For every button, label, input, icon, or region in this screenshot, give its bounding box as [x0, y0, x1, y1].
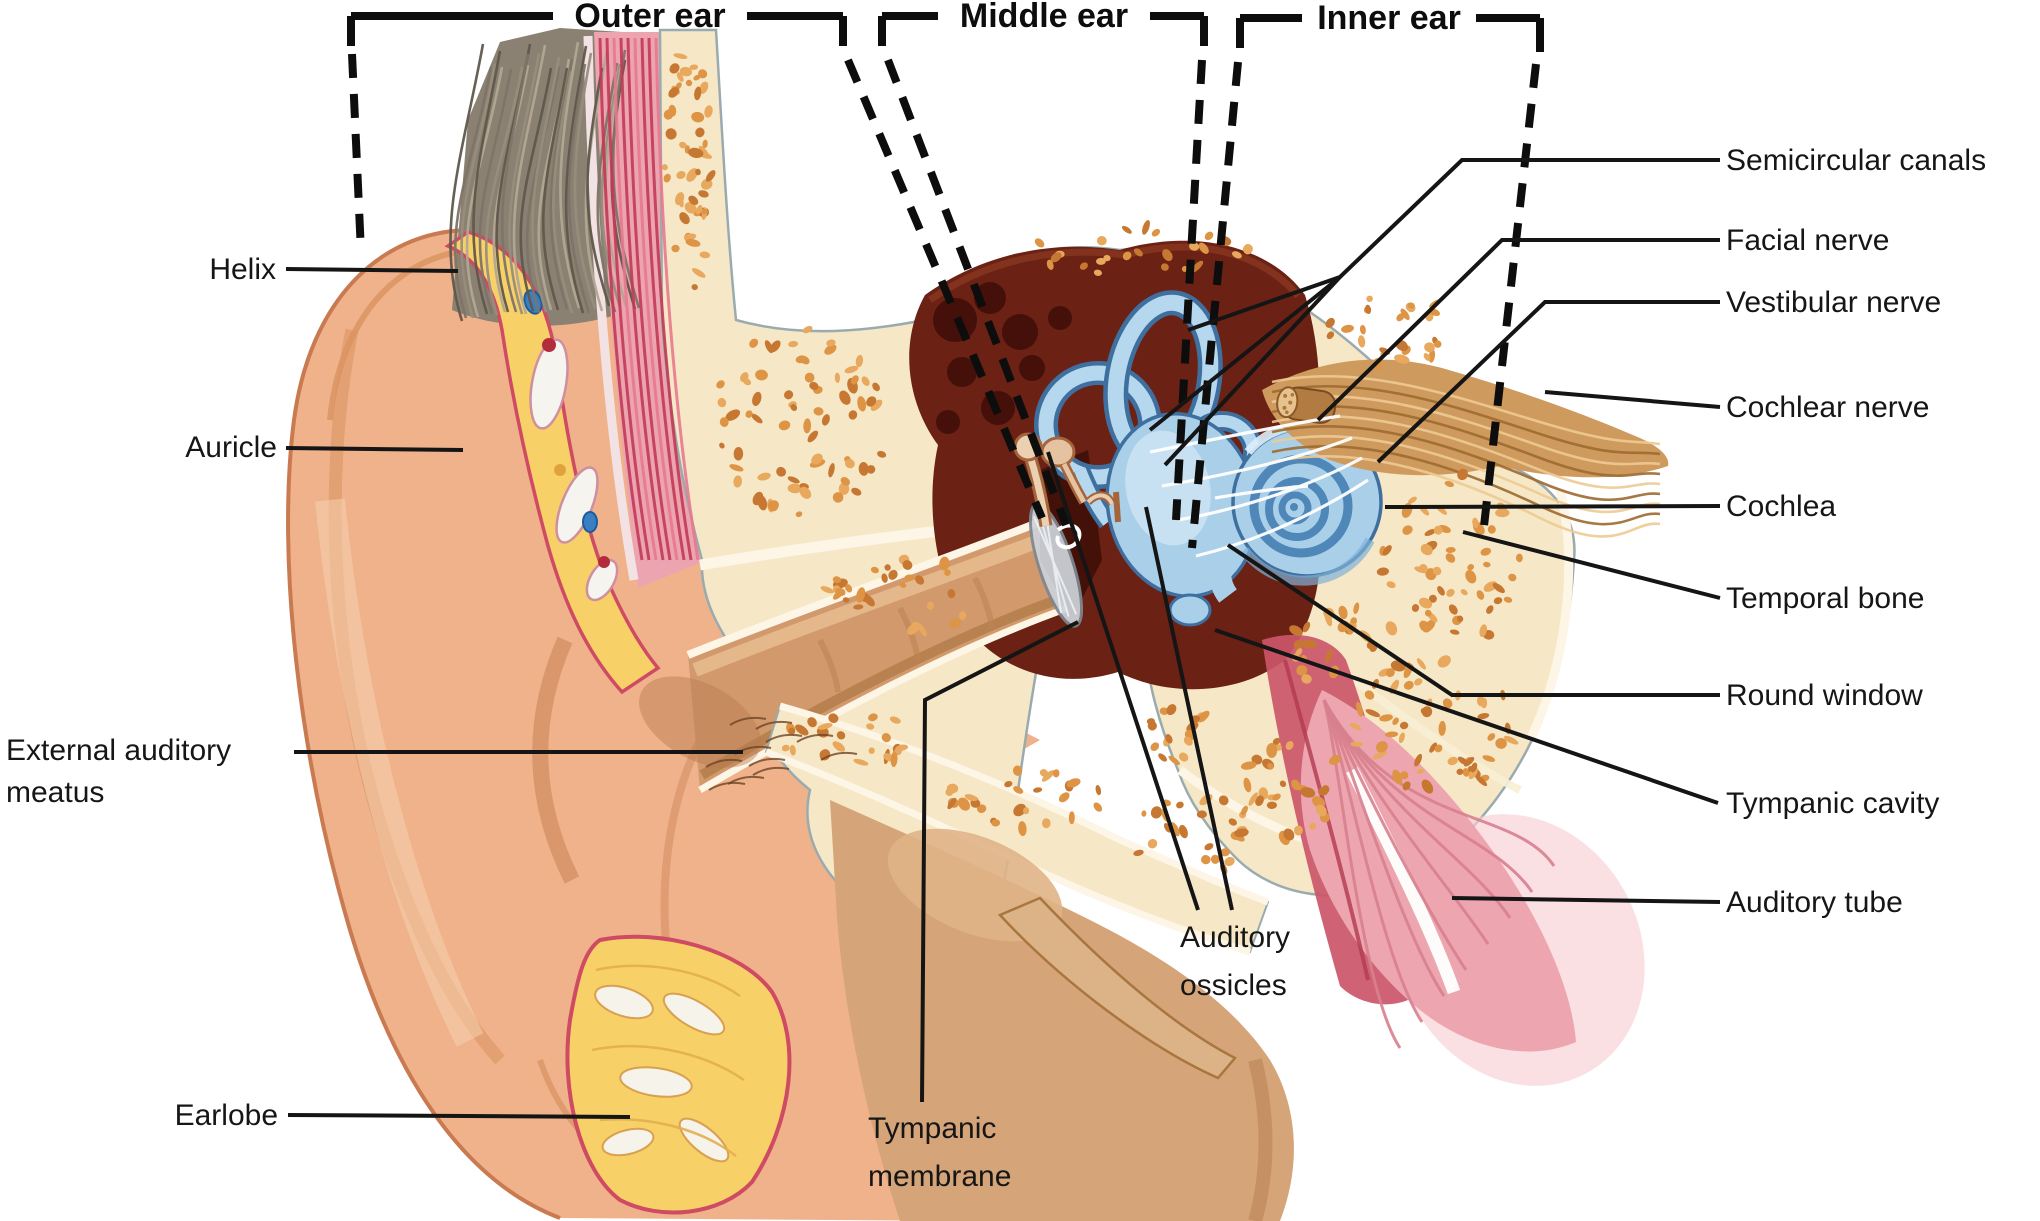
label-cochlear-nerve: Cochlear nerve [1544, 390, 1929, 424]
semicircular-canals-leader-line [1163, 275, 1342, 467]
helix-leader-line [285, 267, 459, 273]
helix-text: Helix [209, 253, 276, 286]
label-helix: Helix [209, 253, 459, 286]
tympanic-cavity-leader-line [1214, 628, 1719, 805]
auricle-leader-line [285, 446, 464, 452]
facial-nerve-leader-line [1316, 238, 1720, 422]
cochlea-leader-line [1384, 504, 1721, 509]
region-title-outer-ear: Outer ear [574, 0, 725, 35]
external-auditory-meatus-text: External auditory [6, 734, 231, 767]
label-vestibular-nerve: Vestibular nerve [1376, 286, 1941, 464]
vestibular-nerve-text: Vestibular nerve [1726, 286, 1941, 319]
label-auditory-tube: Auditory tube [1451, 886, 1903, 919]
cochlear-nerve-text: Cochlear nerve [1726, 391, 1929, 424]
anatomy-illustration [286, 28, 1669, 1221]
label-facial-nerve: Facial nerve [1316, 224, 1889, 422]
tympanic-membrane-text: Tympanic [868, 1112, 996, 1145]
bracket-inner-ear: Inner ear [1188, 0, 1544, 549]
region-title-inner-ear: Inner ear [1317, 0, 1461, 37]
facial-nerve-text: Facial nerve [1726, 224, 1889, 257]
auditory-ossicles-leader-line [1144, 506, 1234, 911]
auditory-tube-text: Auditory tube [1726, 886, 1903, 919]
tympanic-cavity-text: Tympanic cavity [1726, 787, 1939, 820]
tympanic-membrane-text: membrane [868, 1160, 1011, 1193]
auditory-tube [1262, 634, 1645, 1086]
label-tympanic-cavity: Tympanic cavity [1214, 628, 1939, 820]
external-auditory-meatus-text: meatus [6, 776, 104, 809]
temporal-bone-leader-line [1462, 530, 1721, 600]
semicircular-canals-leader-line [1148, 275, 1342, 432]
round-window-leader-line [1226, 543, 1720, 697]
label-round-window: Round window [1226, 543, 1923, 712]
cochlea-text: Cochlea [1726, 490, 1836, 523]
region-title-middle-ear: Middle ear [960, 0, 1128, 35]
label-cochlea: Cochlea [1384, 490, 1836, 523]
auricle-cut-band [444, 230, 661, 695]
auditory-ossicles-text: Auditory [1180, 921, 1290, 954]
bracket-middle-ear: Middle ear [878, 0, 1208, 527]
tympanic-membrane-leader-line [920, 620, 1079, 1103]
earlobe-leader-line [287, 1113, 631, 1119]
earlobe-text: Earlobe [175, 1099, 278, 1132]
semicircular-canals-leader-line [1187, 158, 1720, 332]
styloid-process [997, 896, 1237, 1080]
round-window [1168, 593, 1212, 627]
auricle-text: Auricle [185, 431, 277, 464]
soft-tissue-region [830, 800, 1294, 1221]
label-temporal-bone: Temporal bone [1462, 530, 1924, 615]
round-window-text: Round window [1726, 679, 1923, 712]
auditory-ossicles-text: ossicles [1180, 969, 1287, 1002]
label-semicircular-canals: Semicircular canals [1148, 144, 1986, 467]
semicircular-canals-text: Semicircular canals [1726, 144, 1986, 177]
auditory-tube-leader-line [1451, 896, 1721, 904]
cochlear-nerve-leader-line [1544, 390, 1721, 409]
label-external-auditory-meatus: External auditory meatus [6, 734, 743, 809]
label-earlobe: Earlobe [175, 1099, 631, 1132]
temporal-bone-text: Temporal bone [1726, 582, 1924, 615]
earlobe-fat [565, 934, 792, 1215]
vestibular-nerve-leader-line [1376, 300, 1720, 464]
label-auricle: Auricle [185, 431, 464, 464]
semicircular-canals [1034, 290, 1263, 529]
bracket-outer-ear: Outer ear [347, 0, 1046, 520]
label-auditory-ossicles: Auditory ossicles [1046, 451, 1290, 1002]
auditory-ossicles-leader-line [1046, 451, 1200, 911]
label-tympanic-membrane: Tympanic membrane [868, 620, 1079, 1193]
